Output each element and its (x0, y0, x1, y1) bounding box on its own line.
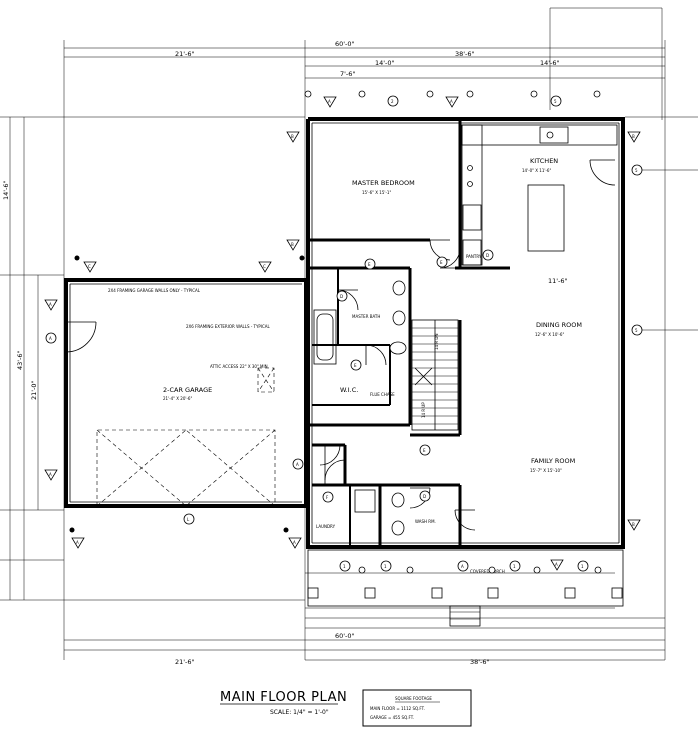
dim-overall-top: 60'-0" (335, 40, 355, 48)
svg-text:A: A (49, 302, 52, 307)
svg-text:1: 1 (343, 564, 346, 569)
interior-walls (308, 119, 510, 547)
bath-fixtures (313, 280, 407, 536)
svg-text:A: A (49, 336, 52, 341)
svg-text:D: D (423, 494, 426, 499)
wic-name: W.I.C. (340, 386, 358, 394)
master-bath-name: MASTER BATH (352, 314, 380, 319)
svg-text:A: A (49, 472, 52, 477)
dim-left-side-a: 14'-6" (2, 180, 10, 200)
svg-text:B: B (632, 522, 635, 527)
dim-dining-width: 11'-6" (548, 277, 568, 285)
svg-text:C: C (263, 264, 266, 269)
family-room-name: FAMILY ROOM (531, 457, 575, 465)
interior-doors (319, 239, 476, 531)
porch-name: COVERED PORCH (470, 569, 505, 574)
dimension-lines (0, 7, 698, 661)
garage-size: 21'-4" X 20'-6" (163, 396, 192, 401)
house-exterior-walls (306, 117, 625, 549)
svg-text:L: L (187, 517, 190, 522)
covered-porch (307, 549, 624, 627)
dim-row2-c: 7'-6" (340, 70, 355, 78)
master-bedroom-size: 15'-6" X 15'-1" (362, 190, 391, 195)
svg-text:A: A (293, 540, 296, 545)
svg-text:2: 2 (391, 99, 394, 104)
dining-room-size: 12'-6" X 10'-6" (535, 332, 564, 337)
svg-text:D: D (486, 253, 489, 258)
svg-text:A: A (296, 462, 299, 467)
svg-text:E: E (440, 260, 443, 265)
svg-text:A: A (555, 562, 558, 567)
kitchen-name: KITCHEN (530, 157, 558, 165)
sqft-heading: SQUARE FOOTAGE (395, 696, 432, 701)
flue-chase-label: FLUE CHASE (370, 392, 395, 397)
note-attic-access: ATTIC ACCESS 22" X 30" MIN. (210, 364, 269, 369)
dim-row2-a: 14'-0" (375, 59, 395, 67)
dim-left-side-b: 21'-0" (30, 380, 38, 400)
svg-text:E: E (354, 363, 357, 368)
note-garage-framing: 2X4 FRAMING GARAGE WALLS ONLY - TYPICAL (108, 288, 201, 293)
svg-text:A: A (328, 99, 331, 104)
svg-text:C: C (88, 264, 91, 269)
svg-text:B: B (291, 134, 294, 139)
svg-text:1: 1 (581, 564, 584, 569)
sqft-main-floor: MAIN FLOOR = 1112 SQ.FT. (370, 706, 425, 711)
sqft-garage: GARAGE = 455 SQ.FT. (370, 715, 414, 720)
dim-bottom-left: 21'-6" (175, 658, 195, 666)
svg-text:E: E (423, 448, 426, 453)
laundry-name: LAUNDRY (316, 524, 336, 529)
svg-text:B: B (632, 134, 635, 139)
garage-name: 2-CAR GARAGE (163, 386, 212, 394)
svg-text:A: A (450, 99, 453, 104)
garage-side-door (65, 321, 97, 353)
family-room-size: 15'-7" X 15'-10" (530, 468, 562, 473)
drawing-title: MAIN FLOOR PLAN (220, 690, 347, 705)
kitchen-size: 14'-0" X 11'-6" (522, 168, 551, 173)
dim-bottom-right: 38'-6" (470, 658, 490, 666)
dining-room-name: DINING ROOM (536, 321, 582, 329)
drawing-scale: SCALE: 1/4" = 1'-0" (270, 709, 329, 716)
kitchen-fixtures (461, 124, 618, 266)
dim-overall-bottom: 60'-0" (335, 632, 355, 640)
svg-text:E: E (368, 262, 371, 267)
svg-text:D: D (340, 294, 343, 299)
dim-right-top: 38'-6" (455, 50, 475, 58)
garage-door-outline (96, 429, 276, 507)
svg-text:A: A (461, 564, 464, 569)
svg-text:5: 5 (554, 99, 557, 104)
svg-text:A: A (76, 540, 79, 545)
svg-text:B: B (291, 242, 294, 247)
svg-text:5: 5 (635, 328, 638, 333)
svg-text:1: 1 (384, 564, 387, 569)
square-footage-box: SQUARE FOOTAGE MAIN FLOOR = 1112 SQ.FT. … (362, 689, 472, 727)
svg-text:F: F (326, 495, 329, 500)
staircase (411, 319, 459, 431)
stair-down-label: 14 R DN (434, 334, 439, 350)
note-exterior-framing: 2X6 FRAMING EXTERIOR WALLS - TYPICAL (186, 324, 271, 329)
pantry-label: PANTRY (466, 254, 482, 259)
attic-access-hatch (257, 367, 275, 393)
callout-markers: A A 2 5 5 5 L E E E E D D D F A 1 1 1 (44, 90, 643, 574)
dim-left-side-total: 43'-6" (16, 350, 24, 370)
wash-room-name: WASH RM. (415, 519, 436, 524)
dim-left-top: 21'-6" (175, 50, 195, 58)
stair-up-label: 14 R UP (421, 402, 426, 418)
dim-row2-b: 14'-6" (540, 59, 560, 67)
master-bedroom-name: MASTER BEDROOM (352, 179, 415, 187)
svg-text:5: 5 (635, 168, 638, 173)
svg-text:1: 1 (513, 564, 516, 569)
